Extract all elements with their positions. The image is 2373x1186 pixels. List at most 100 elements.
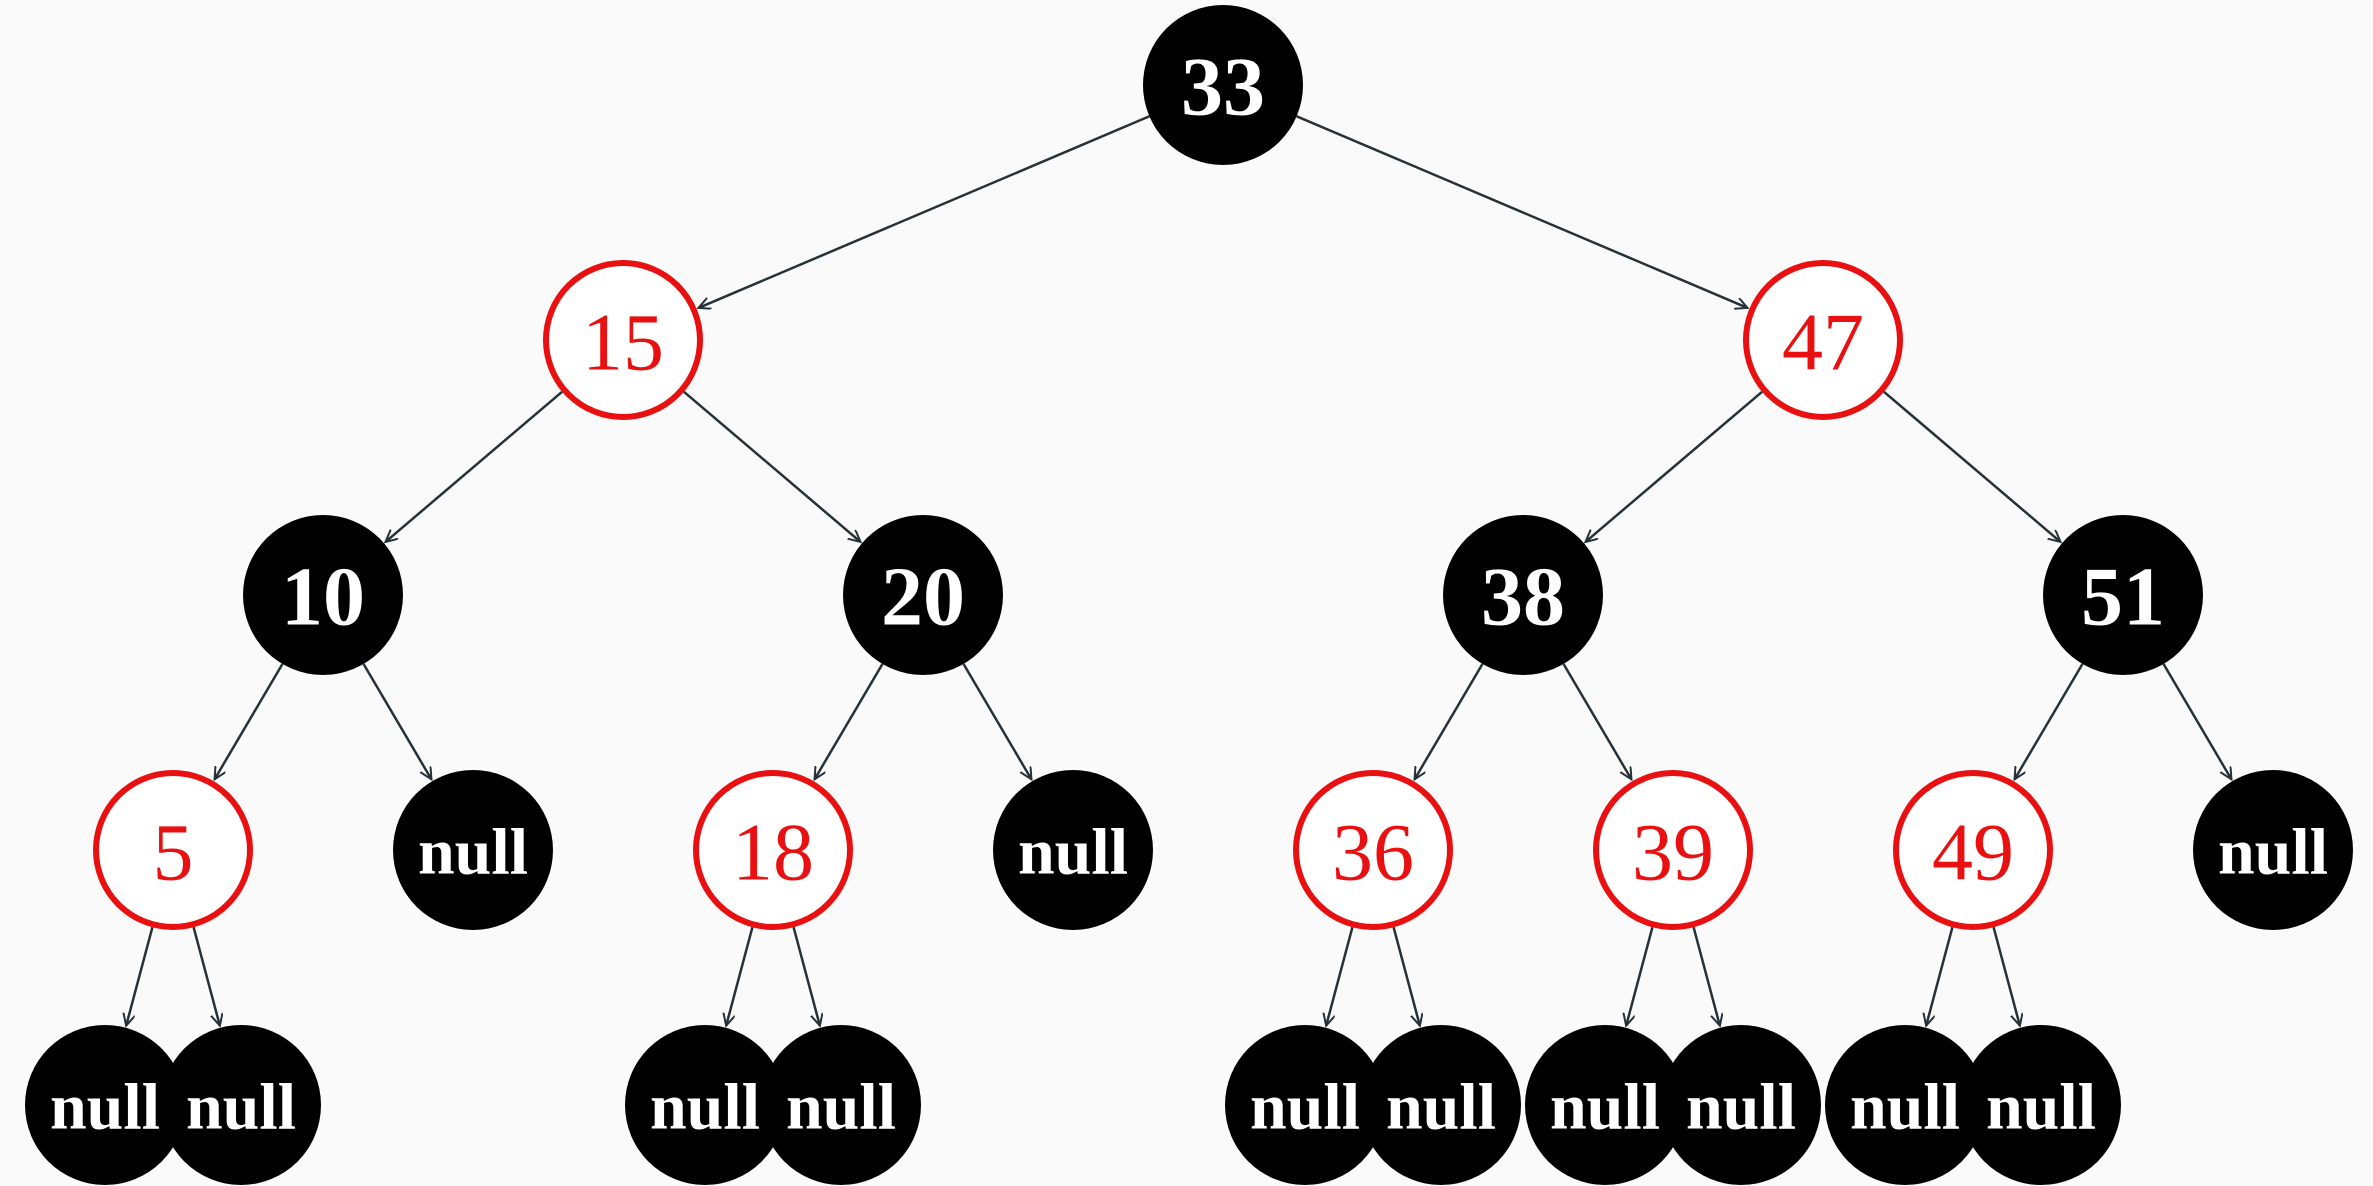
node-value-label: 15 [582, 297, 664, 388]
null-leaf-node: null [393, 770, 553, 930]
null-leaf-node: null [761, 1025, 921, 1185]
tree-edge-5-right [192, 926, 220, 1025]
node-value-label: 38 [1481, 551, 1565, 644]
tree-node-5: 5 [93, 770, 253, 930]
tree-node-36: 36 [1293, 770, 1453, 930]
black-node-circle [625, 1025, 785, 1185]
null-label: null [186, 1071, 296, 1144]
red-node-circle [693, 770, 853, 930]
tree-edge-15-right [683, 390, 861, 542]
null-leaf-node: null [161, 1025, 321, 1185]
black-node-circle [25, 1025, 185, 1185]
tree-edge-38-right [1562, 663, 1632, 779]
black-node-circle [1825, 1025, 1985, 1185]
tree-edge-47-right [1883, 390, 2061, 542]
black-node-circle [1143, 5, 1303, 165]
null-leaf-node: null [1661, 1025, 1821, 1185]
tree-node-49: 49 [1893, 770, 2053, 930]
black-node-circle [393, 770, 553, 930]
node-value-label: 20 [881, 551, 965, 644]
black-node-circle [761, 1025, 921, 1185]
tree-edge-39-left [1626, 926, 1654, 1025]
tree-edge-39-right [1692, 926, 1720, 1025]
tree-node-38: 38 [1443, 515, 1603, 675]
null-leaf-node: null [2193, 770, 2353, 930]
red-node-circle [1593, 770, 1753, 930]
tree-edge-18-right [792, 926, 820, 1025]
null-leaf-node: null [1225, 1025, 1385, 1185]
black-node-circle [161, 1025, 321, 1185]
null-label: null [1986, 1071, 2096, 1144]
black-node-circle [1961, 1025, 2121, 1185]
black-node-circle [2193, 770, 2353, 930]
null-leaf-node: null [1525, 1025, 1685, 1185]
node-value-label: 49 [1932, 807, 2014, 898]
tree-node-33: 33 [1143, 5, 1303, 165]
null-leaf-node: null [1961, 1025, 2121, 1185]
tree-edge-38-left [1415, 663, 1484, 779]
node-value-label: 39 [1632, 807, 1714, 898]
tree-node-18: 18 [693, 770, 853, 930]
tree-node-10: 10 [243, 515, 403, 675]
null-label: null [50, 1071, 160, 1144]
null-label: null [1850, 1071, 1960, 1144]
black-node-circle [1443, 515, 1603, 675]
tree-edge-51-left [2015, 663, 2084, 779]
tree-edge-49-left [1926, 926, 1954, 1025]
tree-node-47: 47 [1743, 260, 1903, 420]
null-leaf-node: null [25, 1025, 185, 1185]
tree-node-15: 15 [543, 260, 703, 420]
tree-edge-33-right [1296, 115, 1748, 308]
null-label: null [1250, 1071, 1360, 1144]
null-label: null [1018, 816, 1128, 889]
null-leaf-node: null [625, 1025, 785, 1185]
null-leaf-node: null [1825, 1025, 1985, 1185]
node-value-label: 36 [1332, 807, 1414, 898]
tree-edge-51-right [2162, 663, 2232, 779]
null-leaf-node: null [1361, 1025, 1521, 1185]
tree-node-51: 51 [2043, 515, 2203, 675]
null-label: null [418, 816, 528, 889]
null-label: null [650, 1071, 760, 1144]
tree-edge-5-left [126, 926, 154, 1025]
black-node-circle [1525, 1025, 1685, 1185]
tree-edge-10-right [362, 663, 432, 779]
black-node-circle [993, 770, 1153, 930]
tree-edge-36-right [1392, 926, 1420, 1025]
null-label: null [1550, 1071, 1660, 1144]
tree-edge-47-left [1585, 390, 1763, 542]
null-label: null [786, 1071, 896, 1144]
tree-edge-49-right [1992, 926, 2020, 1025]
node-value-label: 47 [1782, 297, 1864, 388]
node-value-label: 5 [153, 807, 194, 898]
null-label: null [1686, 1071, 1796, 1144]
tree-edges [126, 115, 2232, 1025]
red-node-circle [543, 260, 703, 420]
node-value-label: 18 [732, 807, 814, 898]
node-value-label: 51 [2081, 551, 2165, 644]
tree-edge-36-left [1326, 926, 1354, 1025]
node-value-label: 33 [1181, 41, 1265, 134]
null-leaf-node: null [993, 770, 1153, 930]
red-node-circle [1293, 770, 1453, 930]
tree-edge-20-left [815, 663, 884, 779]
red-node-circle [93, 770, 253, 930]
tree-edge-20-right [962, 663, 1032, 779]
tree-edge-33-left [698, 115, 1150, 308]
black-node-circle [2043, 515, 2203, 675]
node-value-label: 10 [281, 551, 365, 644]
null-label: null [2218, 816, 2328, 889]
tree-node-20: 20 [843, 515, 1003, 675]
tree-edge-18-left [726, 926, 754, 1025]
tree-edge-15-left [385, 390, 563, 542]
black-node-circle [1661, 1025, 1821, 1185]
tree-node-39: 39 [1593, 770, 1753, 930]
red-node-circle [1893, 770, 2053, 930]
black-node-circle [243, 515, 403, 675]
black-node-circle [843, 515, 1003, 675]
null-label: null [1386, 1071, 1496, 1144]
red-node-circle [1743, 260, 1903, 420]
black-node-circle [1361, 1025, 1521, 1185]
